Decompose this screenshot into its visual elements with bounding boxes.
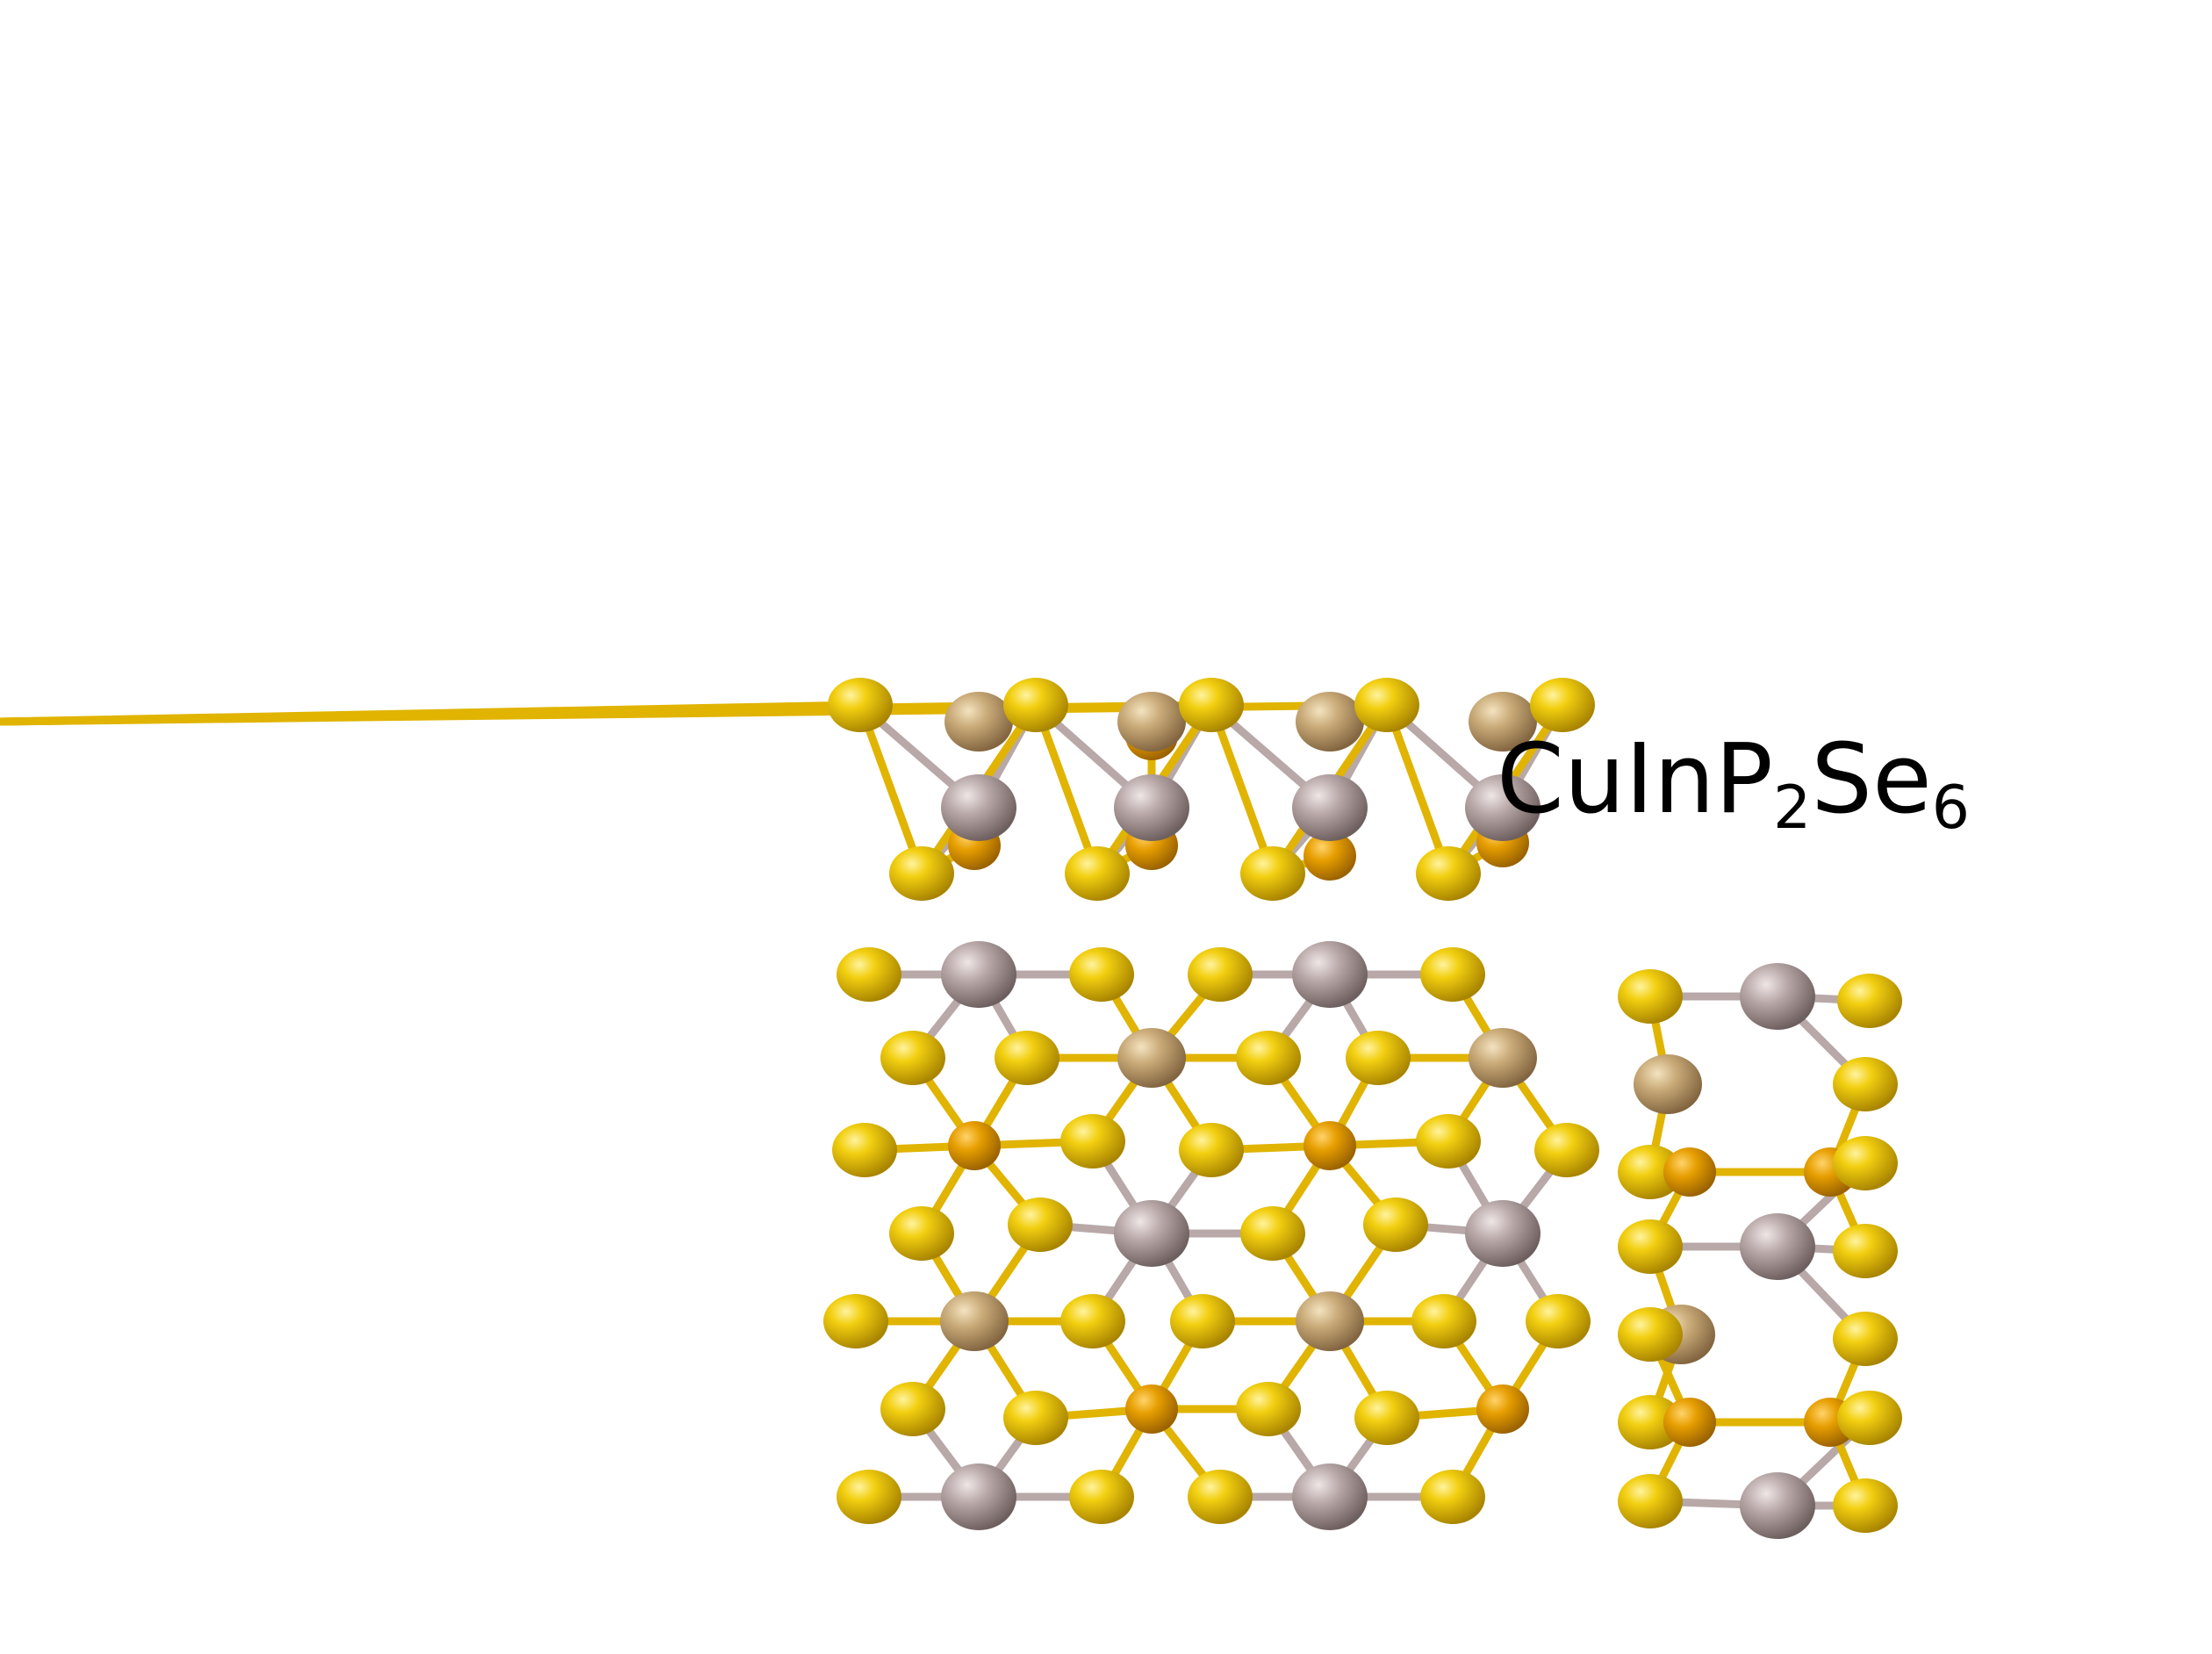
copper-atom	[1469, 692, 1537, 751]
selenium-atom	[1618, 1474, 1683, 1528]
selenium-atom	[1534, 1123, 1599, 1177]
selenium-atom	[1069, 947, 1134, 1002]
selenium-atom	[1179, 1123, 1244, 1177]
indium-atom	[1292, 941, 1368, 1008]
indium-atom	[941, 774, 1016, 841]
copper-atom	[1469, 1028, 1537, 1088]
bond	[1031, 701, 1102, 878]
copper-atom	[1634, 1054, 1702, 1114]
indium-atom	[1465, 1200, 1540, 1267]
selenium-atom	[1833, 1057, 1898, 1111]
selenium-atom	[1833, 1224, 1898, 1278]
selenium-atom	[1416, 1114, 1481, 1169]
selenium-atom	[1236, 1031, 1301, 1085]
selenium-atom	[1618, 1219, 1683, 1274]
selenium-atom	[1837, 1391, 1902, 1445]
indium-atom	[1465, 774, 1540, 841]
atoms-layer	[823, 678, 1902, 1539]
selenium-atom	[1003, 1391, 1068, 1445]
bond	[856, 701, 926, 878]
selenium-atom	[1833, 1312, 1898, 1366]
indium-atom	[1740, 1213, 1815, 1280]
selenium-atom	[1240, 846, 1305, 901]
selenium-atom	[1618, 1395, 1683, 1449]
selenium-atom	[1179, 678, 1244, 732]
copper-atom	[1296, 1291, 1364, 1351]
selenium-atom	[1236, 1382, 1301, 1436]
copper-atom	[944, 692, 1013, 751]
selenium-atom	[1618, 969, 1683, 1024]
selenium-atom	[1530, 678, 1595, 732]
phosphorus-atom	[1663, 1398, 1716, 1447]
selenium-atom	[828, 678, 893, 732]
selenium-atom	[1363, 1197, 1428, 1252]
selenium-atom	[995, 1031, 1059, 1085]
bond	[1382, 701, 1453, 878]
selenium-atom	[1618, 1307, 1683, 1362]
bond	[1207, 701, 1277, 878]
formula-main: CuInP	[1497, 723, 1774, 835]
selenium-atom	[1354, 1391, 1419, 1445]
selenium-atom	[1346, 1031, 1411, 1085]
indium-atom	[1114, 774, 1189, 841]
indium-atom	[1292, 774, 1368, 841]
copper-atom	[1117, 1028, 1186, 1088]
selenium-atom	[1837, 974, 1902, 1028]
selenium-atom	[1526, 1294, 1591, 1348]
phosphorus-atom	[1304, 1121, 1356, 1170]
phosphorus-atom	[1663, 1147, 1716, 1197]
indium-atom	[941, 1463, 1016, 1530]
indium-atom	[1740, 963, 1815, 1030]
indium-atom	[1292, 1463, 1368, 1530]
copper-atom	[1296, 692, 1364, 751]
phosphorus-atom	[1476, 1384, 1529, 1434]
indium-atom	[1740, 1472, 1815, 1539]
phosphorus-atom	[1125, 1384, 1178, 1434]
selenium-atom	[1069, 1470, 1134, 1524]
selenium-atom	[1416, 846, 1481, 901]
selenium-atom	[889, 846, 954, 901]
selenium-atom	[1618, 1145, 1683, 1199]
indium-atom	[941, 941, 1016, 1008]
selenium-atom	[880, 1031, 945, 1085]
selenium-atom	[1411, 1294, 1476, 1348]
chemical-formula-label: CuInP2Se6	[1497, 730, 1970, 838]
selenium-atom	[1240, 1206, 1305, 1261]
copper-atom	[940, 1291, 1009, 1351]
phosphorus-atom	[948, 1121, 1001, 1170]
selenium-atom	[880, 1382, 945, 1436]
copper-atom	[1117, 692, 1186, 751]
selenium-atom	[1420, 1470, 1485, 1524]
selenium-atom	[837, 1470, 901, 1524]
selenium-atom	[823, 1294, 888, 1348]
selenium-atom	[889, 1206, 954, 1261]
selenium-atom	[837, 947, 901, 1002]
selenium-atom	[1188, 1470, 1253, 1524]
selenium-atom	[1060, 1114, 1125, 1169]
selenium-atom	[1008, 1197, 1073, 1252]
selenium-atom	[1060, 1294, 1125, 1348]
selenium-atom	[1420, 947, 1485, 1002]
selenium-atom	[1003, 678, 1068, 732]
selenium-atom	[1354, 678, 1419, 732]
phosphorus-atom	[1304, 831, 1356, 881]
indium-atom	[1114, 1200, 1189, 1267]
selenium-atom	[1833, 1136, 1898, 1190]
formula-sub-1: 2	[1773, 773, 1812, 843]
selenium-atom	[1188, 947, 1253, 1002]
selenium-atom	[1170, 1294, 1235, 1348]
formula-sub-2: 6	[1931, 773, 1971, 843]
selenium-atom	[1065, 846, 1130, 901]
selenium-atom	[832, 1123, 897, 1177]
formula-mid: Se	[1811, 723, 1932, 835]
selenium-atom	[1833, 1478, 1898, 1533]
